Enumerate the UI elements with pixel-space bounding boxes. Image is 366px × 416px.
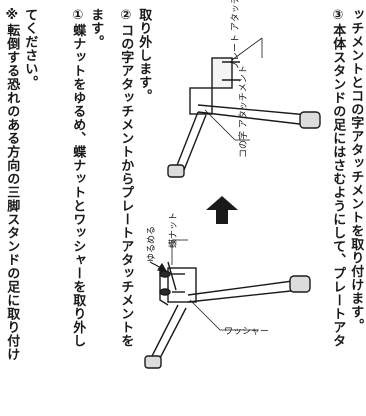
loosen-arrow-icon: [149, 261, 168, 272]
intro-line-2: てください。: [22, 8, 38, 89]
stand-illustration-upper: [167, 57, 321, 178]
step1-line-2: ます。: [88, 8, 104, 49]
label-washer: ワッシャー: [224, 327, 269, 337]
label-konoji-attachment: コの字 アタッチメント: [237, 65, 249, 158]
stand-illustration-lower: [144, 261, 311, 369]
step-arrow-icon: [206, 196, 238, 224]
step1-line-1: ①蝶ナットをゆるめ、蝶ナットとワッシャーを取り外し: [70, 8, 86, 348]
step2-line-2: 取り外します。: [136, 8, 152, 103]
label-yurumeru: ゆるめる: [146, 226, 157, 262]
step3-line-1: ③本体スタンドの足にはさむようにして、プレートアタ: [330, 8, 346, 348]
intro-line-1: ※転倒する恐れのある方向の三脚スタンドの足に取り付け: [4, 8, 20, 361]
step2-line-1: ②コの字アタッチメントからプレートアタッチメントを: [118, 8, 134, 348]
label-plate-attachment: プレート アタッチメント: [230, 0, 241, 70]
step3-line-2: ッチメントとコの字アタッチメントを取り付けます。: [348, 8, 364, 332]
label-chonatto: 蝶ナット: [167, 212, 179, 248]
